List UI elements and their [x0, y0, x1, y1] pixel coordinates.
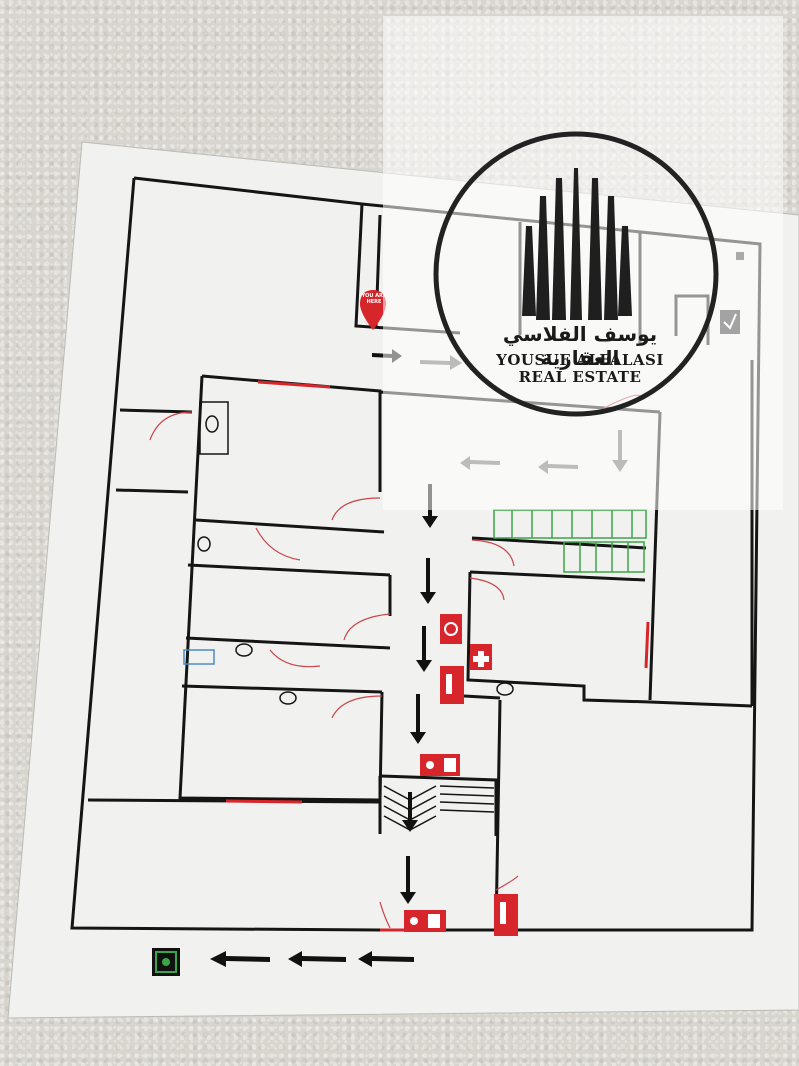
green-stairs: [493, 509, 647, 573]
you-are-here-label: YOU ARE HERE: [361, 293, 387, 305]
you-are-here-marker: [360, 290, 386, 330]
assembly-point-icon: [152, 948, 180, 976]
watermark-arabic-text: يوسف الفلاسي العقارية: [502, 322, 658, 370]
watermark-company-type: REAL ESTATE: [518, 368, 642, 386]
fire-safety-symbols: [404, 614, 518, 936]
toilet-symbols: [183, 401, 514, 705]
watermark-company-name: YOUSUF ALFALASI: [496, 351, 664, 369]
tower-logo-icon: [522, 168, 632, 320]
door-swings: [149, 394, 641, 929]
